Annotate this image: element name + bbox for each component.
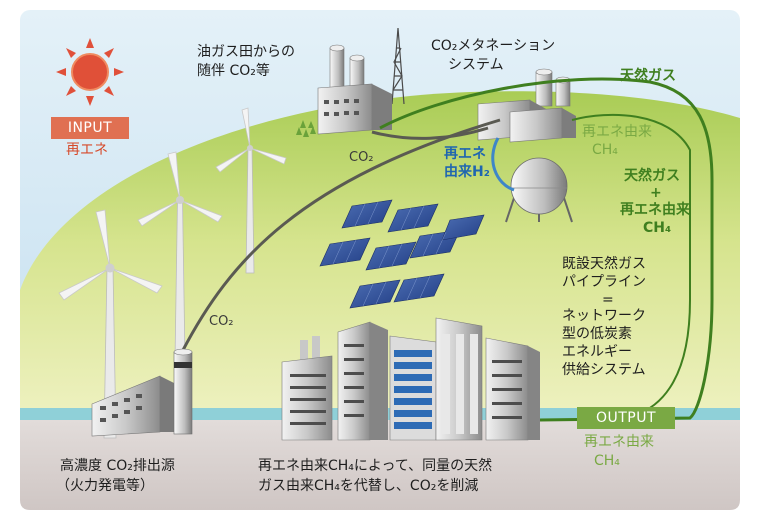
co2-pipeline-from-emitter	[180, 118, 501, 353]
oil-gas-field-label-2: 随伴 CO₂等	[197, 63, 270, 79]
pipeline-text-3: =	[602, 292, 614, 308]
output-caption-2: CH₄	[594, 453, 620, 469]
mix-label-4: CH₄	[643, 220, 672, 236]
tree-cluster	[296, 120, 316, 137]
natural-gas-pipeline	[379, 77, 714, 422]
mix-label-1: 天然ガス	[624, 168, 680, 184]
wind-turbine-icon	[58, 107, 287, 439]
summary-text-1: 再エネ由来CH₄によって、同量の天然	[258, 458, 493, 474]
ground	[20, 420, 740, 510]
h2-pipeline	[491, 137, 515, 192]
pipeline-text-5: 型の低炭素	[562, 326, 632, 342]
output-caption-1: 再エネ由来	[584, 434, 654, 450]
co2-flow-label-left: CO₂	[209, 314, 234, 329]
emission-source-label-2: （火力発電等）	[56, 478, 154, 494]
pipeline-text-4: ネットワーク	[562, 308, 646, 324]
sun-icon	[56, 38, 124, 106]
pipeline-text-1: 既設天然ガス	[562, 256, 646, 272]
methanation-label-2: システム	[448, 57, 504, 73]
mix-label-2: +	[650, 185, 662, 201]
renewable-ch4-pipeline	[571, 113, 691, 419]
oil-rig-icon	[391, 27, 405, 105]
input-caption: 再エネ	[66, 142, 108, 158]
input-badge: INPUT	[51, 117, 129, 139]
oil-gas-field-label-1: 油ガス田からの	[197, 44, 295, 60]
city-icon	[281, 317, 540, 441]
pipeline-text-2: パイプライン	[562, 274, 646, 290]
output-badge: OUTPUT	[577, 407, 675, 429]
renewable-ch4-label-2: CH₄	[592, 142, 618, 158]
pipeline-text-6: エネルギー	[562, 344, 632, 360]
h2-label-2: 由来H₂	[444, 164, 490, 180]
co2-pipeline-from-gas-field	[371, 126, 489, 140]
pipeline-text-7: 供給システム	[562, 362, 646, 378]
power-plant-icon	[91, 348, 193, 437]
mix-label-3: 再エネ由来	[620, 202, 690, 218]
solar-panel-icon	[319, 199, 485, 309]
h2-label-1: 再エネ	[444, 146, 486, 162]
emission-source-label-1: 高濃度 CO₂排出源	[60, 458, 175, 474]
renewable-ch4-label-1: 再エネ由来	[582, 124, 652, 140]
gas-tank-icon	[505, 157, 573, 223]
factory-icon	[477, 68, 576, 143]
methanation-label-1: CO₂メタネーション	[431, 38, 556, 54]
factory-icon	[317, 44, 392, 135]
natural-gas-label: 天然ガス	[620, 68, 676, 84]
solar-panel-grid	[332, 201, 447, 307]
summary-text-2: ガス由来CH₄を代替し、CO₂を削減	[258, 478, 479, 494]
co2-flow-label-top: CO₂	[349, 150, 374, 165]
